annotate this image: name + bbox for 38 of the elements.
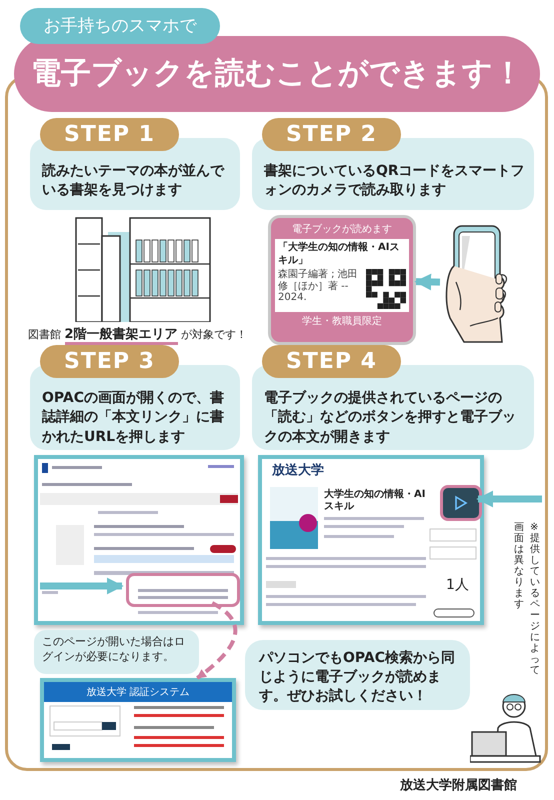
access-note: 学生・教職員限定 xyxy=(301,314,383,328)
step-badge: STEP 2 xyxy=(262,118,401,151)
arrow xyxy=(476,490,542,508)
step-instruction: 電子ブックの提供されているページの「読む」などのボタンを押すと電子ブックの本文が開きます xyxy=(264,389,517,447)
label-heading: 電子ブックが読めます xyxy=(291,222,393,236)
step-card xyxy=(30,118,240,210)
step-card xyxy=(252,118,534,210)
arrow xyxy=(40,578,124,594)
vertical-note: 画面は異なります xyxy=(514,522,524,610)
arrow xyxy=(196,601,238,680)
bubble-text: このページが開いた場合はログインが必要になります。 xyxy=(42,635,186,665)
qr-label-card xyxy=(268,215,416,345)
bubble-text: パソコンでもOPAC検索から同じように電子ブックが読めます。ぜひお試しください！ xyxy=(259,649,456,706)
subtitle: お手持ちのスマホで xyxy=(44,14,196,38)
screen-text: 放送大学 xyxy=(272,463,325,479)
footer-text: 放送大学附属図書館 xyxy=(400,777,518,794)
vertical-note: ※提供しているページによって xyxy=(530,522,540,676)
book-details: 森園子編著 ; 池田修［ほか］著 -- 2024. xyxy=(278,269,359,304)
step-badge: STEP 4 xyxy=(262,345,401,378)
speech-bubble xyxy=(20,8,220,44)
speech-bubble xyxy=(245,640,470,710)
title-text: 電子ブックを読むことができます！ xyxy=(31,54,523,93)
page-header: 放送大学 認証システム xyxy=(44,682,232,702)
book-title: 「大学生の知の情報・AIスキル」 xyxy=(278,242,400,267)
step-card xyxy=(30,345,240,450)
step-card xyxy=(252,345,534,450)
step-instruction: OPACの画面が開くので、書誌詳細の「本文リンク」に書かれたURLを押します xyxy=(42,389,225,447)
screen-text: 1人 xyxy=(446,577,470,594)
step-badge: STEP 3 xyxy=(40,345,179,378)
screen-text: 大学生の知の情報・AIスキル xyxy=(324,489,426,513)
step-instruction: 書架についているQRコードをスマートフォンのカメラで読み取ります xyxy=(264,162,526,200)
step-badge: STEP 1 xyxy=(40,118,179,151)
speech-bubble xyxy=(34,630,199,674)
caption-text: 図書館 2階一般書架エリア が対象です！ xyxy=(28,325,268,343)
step-instruction: 読みたいテーマの本が並んでいる書架を見つけます xyxy=(42,162,226,200)
arrow xyxy=(414,274,440,290)
highlight-frame xyxy=(126,573,240,607)
read-button xyxy=(440,485,482,521)
